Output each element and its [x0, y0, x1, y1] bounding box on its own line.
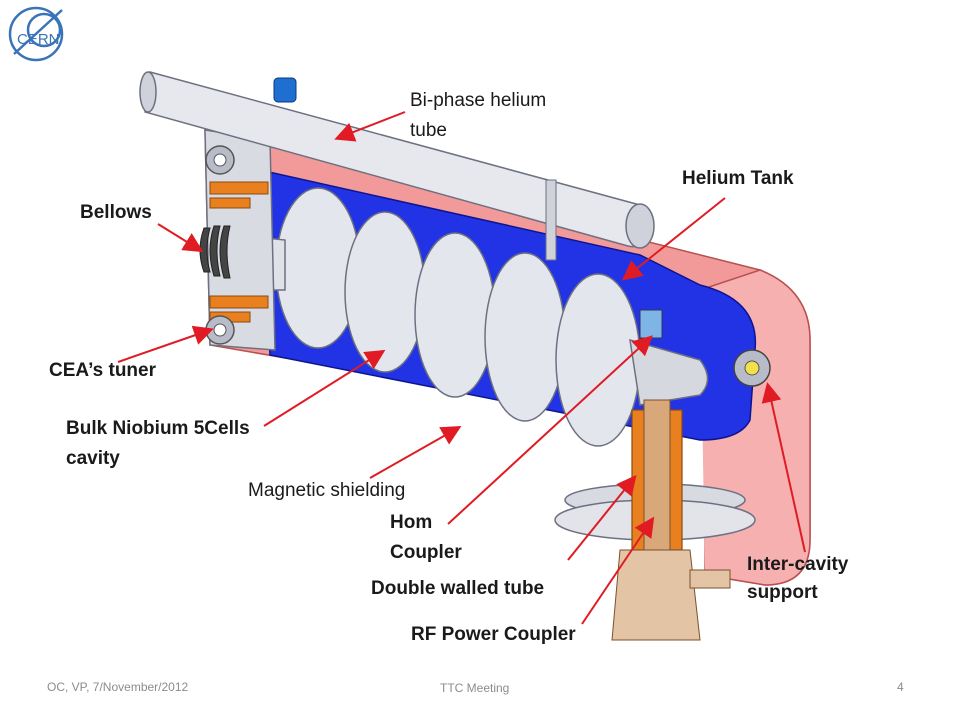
label-cea-tuner: CEA’s tuner: [49, 360, 156, 381]
arrow-bulk: [263, 349, 386, 427]
label-intercavity-line2: support: [747, 582, 818, 603]
bellows: [199, 225, 231, 279]
valve-cylinder: [273, 77, 297, 103]
label-magnetic-shielding: Magnetic shielding: [248, 480, 406, 501]
arrow-double-walled: [567, 474, 637, 561]
niobium-cells: [275, 187, 641, 447]
label-helium-tank: Helium Tank: [682, 168, 794, 189]
footer-title: TTC Meeting: [440, 681, 510, 695]
logo-text: CERN: [17, 31, 60, 48]
label-hom-line2: Coupler: [390, 542, 462, 563]
footer-author-date: OC, VP, 7/November/2012: [47, 680, 189, 694]
rf-power-coupler: [554, 399, 756, 641]
arrow-rf-power: [581, 516, 655, 625]
label-hom-line1: Hom: [390, 512, 433, 533]
label-double-walled-tube: Double walled tube: [371, 578, 545, 599]
label-bulk-line1: Bulk Niobium 5Cells: [66, 418, 250, 439]
hom-coupler: [639, 309, 663, 339]
tuner-brackets: [209, 181, 269, 323]
label-biphase-line2: tube: [410, 120, 447, 141]
arrow-hom: [447, 335, 653, 525]
cern-logo: CERN: [8, 6, 64, 62]
arrow-magnetic: [369, 426, 462, 479]
label-bulk-line2: cavity: [66, 448, 120, 469]
label-biphase-line1: Bi-phase helium: [410, 90, 547, 111]
footer-page-number: 4: [897, 680, 904, 694]
arrow-biphase: [334, 111, 406, 142]
arrow-bellows: [157, 223, 204, 253]
label-bellows: Bellows: [80, 202, 152, 223]
arrow-helium-tank: [621, 197, 726, 281]
label-rf-power-coupler: RF Power Coupler: [411, 624, 576, 645]
arrow-intercavity: [761, 382, 806, 553]
arrow-cea-tuner: [117, 325, 214, 363]
label-intercavity-line1: Inter-cavity: [747, 554, 849, 575]
